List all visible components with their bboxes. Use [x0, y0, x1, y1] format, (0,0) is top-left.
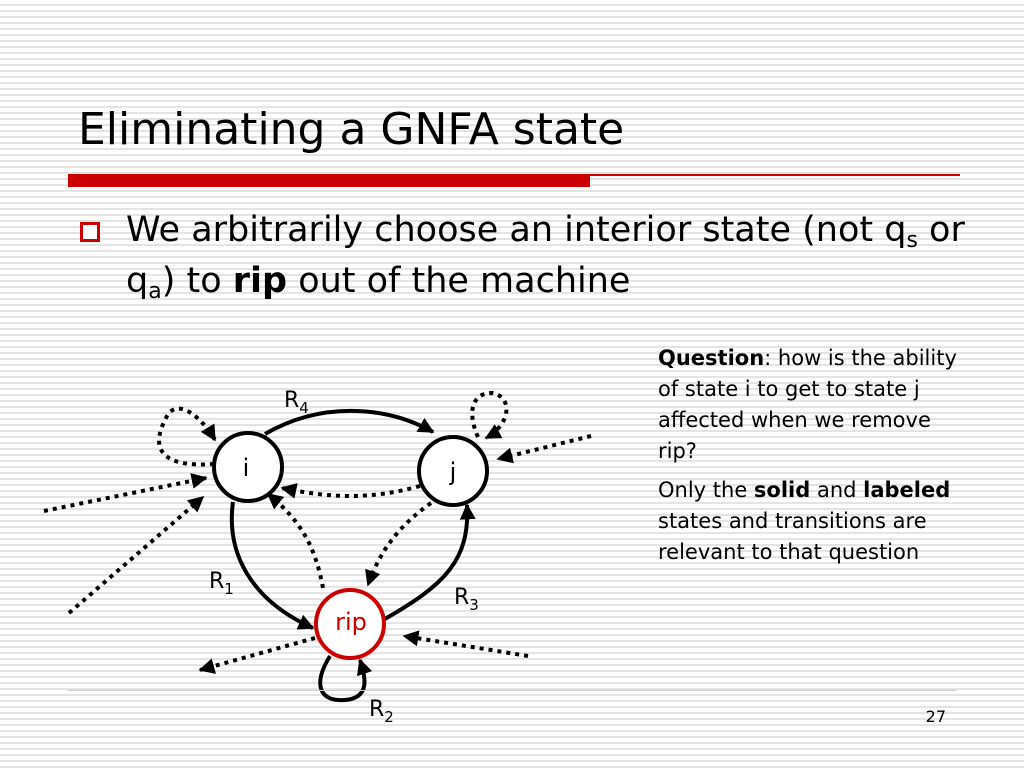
dotted-self-loop-j — [470, 390, 509, 440]
dotted-in-j — [496, 434, 592, 464]
subscript-s: s — [906, 228, 918, 253]
bold-rip: rip — [232, 261, 288, 301]
footer-rule — [68, 690, 956, 691]
edge-r2-self-loop — [318, 654, 373, 703]
state-rip-label: rip — [335, 608, 367, 636]
dotted-in-rip — [402, 630, 529, 658]
subscript-a: a — [148, 279, 162, 304]
note-answer: Only the solid and labeled states and tr… — [658, 478, 951, 564]
label-r4: R4 — [284, 388, 309, 417]
state-j: j — [417, 435, 489, 507]
state-i: i — [212, 431, 284, 503]
dotted-out-rip — [198, 636, 316, 674]
edge-r4 — [263, 408, 435, 436]
page-number: 27 — [925, 707, 946, 726]
label-r3: R3 — [454, 585, 479, 614]
bullet-square-icon — [80, 222, 100, 242]
edge-r3 — [382, 503, 476, 622]
edge-r1 — [229, 501, 315, 630]
title-underline-rule — [590, 174, 960, 176]
state-j-label: j — [449, 458, 457, 486]
bullet-text: We arbitrarily choose an interior state … — [126, 210, 965, 304]
side-note: Question: how is the ability of state i … — [658, 343, 958, 576]
note-question: Question: how is the ability of state i … — [658, 346, 957, 463]
title-underline-bar — [68, 174, 590, 187]
dotted-j-to-i — [280, 483, 421, 499]
dotted-in-i-lower — [67, 495, 205, 615]
state-rip: rip — [314, 588, 386, 660]
label-r1: R1 — [209, 569, 234, 598]
dotted-j-to-rip — [365, 501, 433, 587]
state-i-label: i — [243, 454, 250, 482]
dotted-self-loop-i — [157, 406, 217, 467]
dotted-in-i-left — [43, 473, 208, 513]
label-r2: R2 — [369, 697, 394, 726]
slide-title: Eliminating a GNFA state — [78, 104, 625, 155]
dotted-rip-to-i — [266, 492, 325, 589]
